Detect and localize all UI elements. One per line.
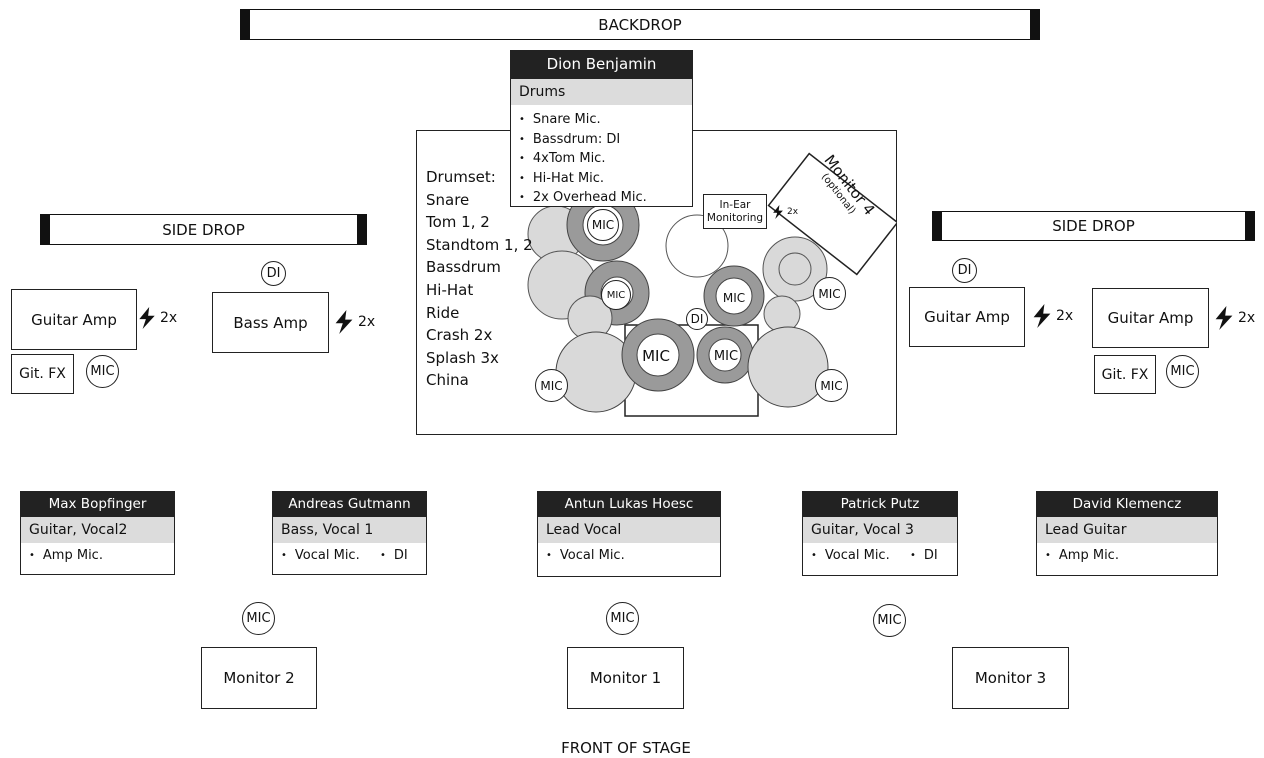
list-item: 2x Overhead Mic. (519, 190, 647, 205)
mic-tom-3: MIC (713, 348, 739, 364)
splash-right (763, 295, 801, 333)
list-item: Amp Mic. (29, 548, 103, 563)
in-ear-monitoring: In-Ear Monitoring (703, 194, 767, 229)
drummer-card: Dion Benjamin Drums Snare Mic. Bassdrum:… (510, 50, 693, 207)
mic-vocal-center: MIC (606, 602, 639, 635)
di-bassdrum: DI (686, 308, 708, 330)
mic-floor-tom: MIC (722, 291, 746, 305)
drumset-item: Splash 3x (426, 348, 499, 367)
lightning-icon (1215, 306, 1233, 330)
power-bass: 2x (332, 309, 375, 335)
musician-card: Max Bopfinger Guitar, Vocal2 Amp Mic. (20, 491, 175, 575)
musician-role: Guitar, Vocal2 (21, 517, 174, 543)
musician-card: Antun Lukas Hoesc Lead Vocal Vocal Mic. (537, 491, 721, 577)
side-drop-left-label: SIDE DROP (162, 220, 245, 239)
cymbal-right-inner (778, 252, 812, 286)
musician-items: Vocal Mic. (538, 543, 720, 573)
monitor-2: Monitor 2 (201, 647, 317, 709)
drummer-items: Snare Mic. Bassdrum: DI 4xTom Mic. Hi-Ha… (511, 105, 692, 215)
drumset-title: Drumset: (426, 168, 496, 186)
musician-role: Bass, Vocal 1 (273, 517, 426, 543)
list-item: Snare Mic. (519, 112, 601, 127)
musician-items: Vocal Mic. DI (273, 543, 426, 573)
list-item: Bassdrum: DI (519, 132, 620, 147)
git-fx-left: Git. FX (11, 354, 74, 394)
mic-overhead-left: MIC (535, 369, 568, 402)
drumset-item: China (426, 371, 469, 390)
musician-card: David Klemencz Lead Guitar Amp Mic. (1036, 491, 1218, 576)
snare-inner (636, 333, 680, 377)
di-guitar-right: DI (952, 258, 977, 283)
musician-card: Patrick Putz Guitar, Vocal 3 Vocal Mic. … (802, 491, 958, 576)
guitar-amp-left: Guitar Amp (11, 289, 137, 350)
drumset-item: Standtom 1, 2 (426, 235, 533, 254)
power-guitar-mid-right: 2x (1030, 303, 1073, 329)
monitor-1: Monitor 1 (567, 647, 684, 709)
musician-name: Andreas Gutmann (273, 492, 426, 517)
list-item: Vocal Mic. (546, 548, 625, 563)
drumset-list: Drumset: Snare Tom 1, 2 Standtom 1, 2 Ba… (426, 166, 533, 392)
list-item: Hi-Hat Mic. (519, 171, 604, 186)
in-ear-label: In-Ear Monitoring (706, 198, 764, 224)
drumset-item: Snare (426, 190, 470, 209)
musician-name: Patrick Putz (803, 492, 957, 517)
drumset-item: Hi-Hat (426, 280, 474, 299)
mic-guitar-right: MIC (1166, 355, 1199, 388)
list-item: 4xTom Mic. (519, 151, 606, 166)
mic-vocal-left: MIC (242, 602, 275, 635)
side-drop-left: SIDE DROP (40, 214, 367, 245)
drumset-item: Bassdrum (426, 258, 501, 277)
drummer-role: Drums (511, 79, 692, 105)
musician-name: David Klemencz (1037, 492, 1217, 517)
musician-items: Amp Mic. (1037, 543, 1217, 573)
musician-role: Lead Vocal (538, 517, 720, 543)
backdrop-label: BACKDROP (598, 15, 682, 34)
mic-ride: MIC (813, 277, 846, 310)
git-fx-right: Git. FX (1094, 355, 1156, 394)
tom-mid-right-inner (708, 338, 742, 372)
musician-role: Guitar, Vocal 3 (803, 517, 957, 543)
di-bass: DI (261, 261, 286, 286)
mic-snare: MIC (642, 347, 670, 365)
mic-guitar-left: MIC (86, 355, 119, 388)
mic-tom-1: MIC (587, 209, 619, 241)
side-drop-right: SIDE DROP (932, 211, 1255, 241)
floor-tom-right-inner (715, 277, 753, 315)
ride-white (665, 214, 729, 278)
musician-card: Andreas Gutmann Bass, Vocal 1 Vocal Mic.… (272, 491, 427, 575)
power-guitar-left: 2x (136, 306, 177, 330)
list-item: DI (910, 548, 938, 563)
lightning-icon (1033, 304, 1051, 328)
musician-items: Vocal Mic. DI (803, 543, 957, 573)
drummer-name: Dion Benjamin (511, 51, 692, 79)
musician-role: Lead Guitar (1037, 517, 1217, 543)
list-item: Vocal Mic. (811, 548, 890, 563)
drumset-item: Tom 1, 2 (426, 213, 490, 232)
lightning-icon (773, 205, 783, 219)
musician-name: Max Bopfinger (21, 492, 174, 517)
mic-vocal-right: MIC (873, 604, 906, 637)
list-item: Vocal Mic. (281, 548, 360, 563)
mic-overhead-right: MIC (815, 369, 848, 402)
lightning-icon (335, 310, 353, 334)
backdrop: BACKDROP (240, 9, 1040, 40)
side-drop-right-label: SIDE DROP (1052, 217, 1135, 235)
cymbal-bottom-right (747, 326, 829, 408)
drumset-item: Crash 2x (426, 326, 493, 345)
mic-tom-2: MIC (601, 280, 631, 310)
drumset-item: Ride (426, 303, 460, 322)
lightning-icon (139, 307, 155, 329)
guitar-amp-mid-right: Guitar Amp (909, 287, 1025, 347)
front-of-stage-label: FRONT OF STAGE (561, 739, 691, 757)
monitor-3: Monitor 3 (952, 647, 1069, 709)
power-guitar-right: 2x (1212, 305, 1255, 331)
musician-name: Antun Lukas Hoesc (538, 492, 720, 517)
musician-items: Amp Mic. (21, 543, 174, 573)
monitor-4-shape (767, 152, 897, 276)
in-ear-power: 2x (771, 205, 798, 219)
bass-amp: Bass Amp (212, 292, 329, 353)
list-item: DI (380, 548, 408, 563)
guitar-amp-right: Guitar Amp (1092, 288, 1209, 348)
list-item: Amp Mic. (1045, 548, 1119, 563)
